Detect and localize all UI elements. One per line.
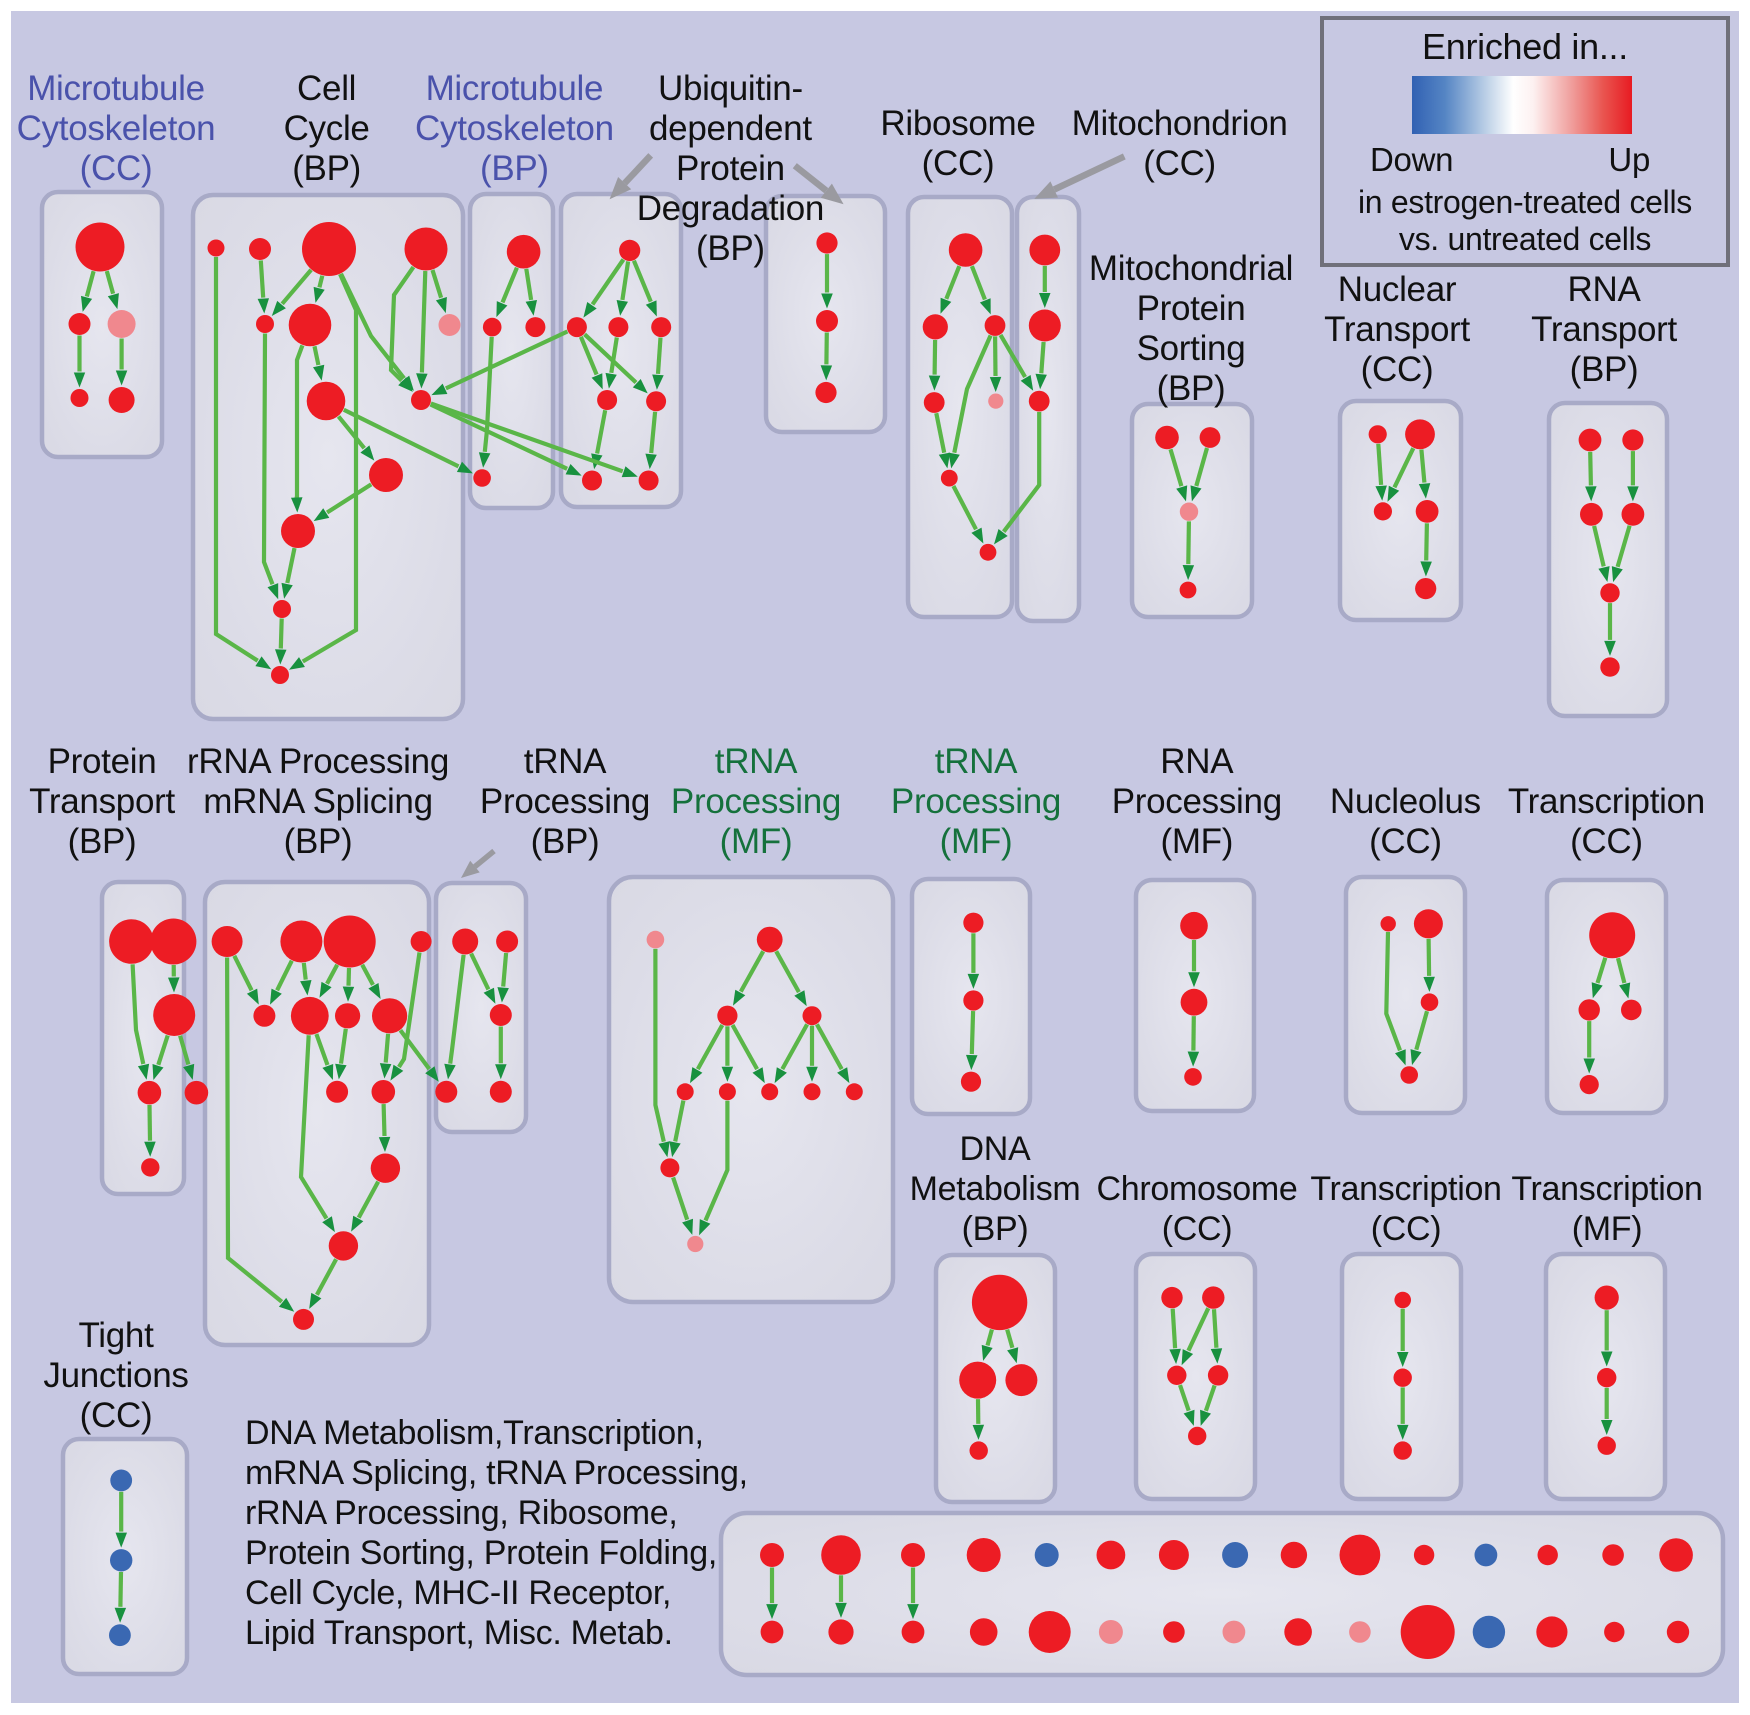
svg-text:(BP): (BP) xyxy=(284,822,353,861)
svg-text:mRNA Splicing, tRNA Processing: mRNA Splicing, tRNA Processing, xyxy=(245,1454,748,1492)
svg-text:(BP): (BP) xyxy=(68,822,137,861)
svg-text:DNA: DNA xyxy=(960,1130,1032,1168)
svg-text:Protein: Protein xyxy=(48,742,157,781)
svg-text:RNA: RNA xyxy=(1568,270,1642,309)
svg-text:Nuclear: Nuclear xyxy=(1338,270,1457,309)
svg-text:Processing: Processing xyxy=(891,782,1061,821)
svg-text:Cell: Cell xyxy=(297,69,356,108)
svg-text:Protein Sorting, Protein Foldi: Protein Sorting, Protein Folding, xyxy=(245,1534,717,1572)
svg-text:Metabolism: Metabolism xyxy=(910,1170,1081,1208)
svg-text:(BP): (BP) xyxy=(1157,369,1226,408)
svg-text:Nucleolus: Nucleolus xyxy=(1330,782,1481,821)
svg-text:Junctions: Junctions xyxy=(43,1356,188,1395)
svg-text:Processing: Processing xyxy=(480,782,650,821)
svg-text:Enriched in...: Enriched in... xyxy=(1422,26,1628,67)
svg-text:(CC): (CC) xyxy=(1371,1210,1442,1248)
svg-text:Cell Cycle, MHC-II Receptor,: Cell Cycle, MHC-II Receptor, xyxy=(245,1574,671,1612)
svg-text:Transcription: Transcription xyxy=(1511,1170,1702,1208)
svg-text:(CC): (CC) xyxy=(80,149,153,188)
svg-text:rRNA Processing: rRNA Processing xyxy=(187,742,449,781)
svg-text:DNA Metabolism,Transcription,: DNA Metabolism,Transcription, xyxy=(245,1414,704,1452)
svg-text:(BP): (BP) xyxy=(292,149,361,188)
svg-text:Up: Up xyxy=(1608,141,1650,178)
svg-text:Protein: Protein xyxy=(676,149,785,188)
svg-text:Transcription: Transcription xyxy=(1310,1170,1501,1208)
svg-text:dependent: dependent xyxy=(649,109,812,148)
svg-text:RNA: RNA xyxy=(1160,742,1234,781)
svg-text:mRNA Splicing: mRNA Splicing xyxy=(203,782,433,821)
svg-text:(CC): (CC) xyxy=(1143,144,1216,183)
svg-text:Transport: Transport xyxy=(29,782,175,821)
svg-text:(MF): (MF) xyxy=(1572,1210,1643,1248)
svg-text:tRNA: tRNA xyxy=(715,742,798,781)
svg-text:Sorting: Sorting xyxy=(1137,329,1246,368)
svg-text:(BP): (BP) xyxy=(962,1210,1029,1248)
svg-text:Mitochondrial: Mitochondrial xyxy=(1089,249,1293,288)
svg-text:(CC): (CC) xyxy=(1369,822,1442,861)
svg-text:(CC): (CC) xyxy=(80,1396,153,1435)
svg-text:(CC): (CC) xyxy=(1361,350,1434,389)
svg-text:(BP): (BP) xyxy=(696,229,765,268)
svg-text:Protein: Protein xyxy=(1137,289,1246,328)
svg-text:(MF): (MF) xyxy=(720,822,793,861)
svg-text:tRNA: tRNA xyxy=(524,742,607,781)
svg-text:tRNA: tRNA xyxy=(935,742,1018,781)
svg-text:(BP): (BP) xyxy=(531,822,600,861)
svg-text:(MF): (MF) xyxy=(1160,822,1233,861)
svg-text:(BP): (BP) xyxy=(480,149,549,188)
svg-text:Transport: Transport xyxy=(1324,310,1470,349)
svg-text:Transport: Transport xyxy=(1531,310,1677,349)
svg-text:Processing: Processing xyxy=(1112,782,1282,821)
svg-text:(CC): (CC) xyxy=(922,144,995,183)
svg-text:(CC): (CC) xyxy=(1570,822,1643,861)
svg-text:vs. untreated cells: vs. untreated cells xyxy=(1399,221,1651,257)
svg-text:Chromosome: Chromosome xyxy=(1096,1170,1297,1208)
svg-text:Transcription: Transcription xyxy=(1508,782,1705,821)
svg-text:(CC): (CC) xyxy=(1162,1210,1233,1248)
svg-text:Degradation: Degradation xyxy=(637,189,824,228)
svg-text:Down: Down xyxy=(1370,141,1453,178)
svg-text:Microtubule: Microtubule xyxy=(27,69,205,108)
svg-text:(MF): (MF) xyxy=(940,822,1013,861)
svg-text:Cytoskeleton: Cytoskeleton xyxy=(415,109,614,148)
svg-text:rRNA Processing, Ribosome,: rRNA Processing, Ribosome, xyxy=(245,1494,677,1532)
svg-text:Lipid Transport, Misc. Metab.: Lipid Transport, Misc. Metab. xyxy=(245,1614,673,1652)
svg-text:Tight: Tight xyxy=(78,1316,154,1355)
svg-text:Ubiquitin-: Ubiquitin- xyxy=(658,69,803,108)
svg-text:Processing: Processing xyxy=(671,782,841,821)
svg-text:Microtubule: Microtubule xyxy=(426,69,604,108)
svg-text:Cytoskeleton: Cytoskeleton xyxy=(17,109,216,148)
svg-text:Ribosome: Ribosome xyxy=(880,104,1035,143)
svg-text:in estrogen-treated cells: in estrogen-treated cells xyxy=(1358,184,1692,220)
svg-text:Cycle: Cycle xyxy=(284,109,370,148)
svg-text:(BP): (BP) xyxy=(1570,350,1639,389)
svg-text:Mitochondrion: Mitochondrion xyxy=(1072,104,1288,143)
